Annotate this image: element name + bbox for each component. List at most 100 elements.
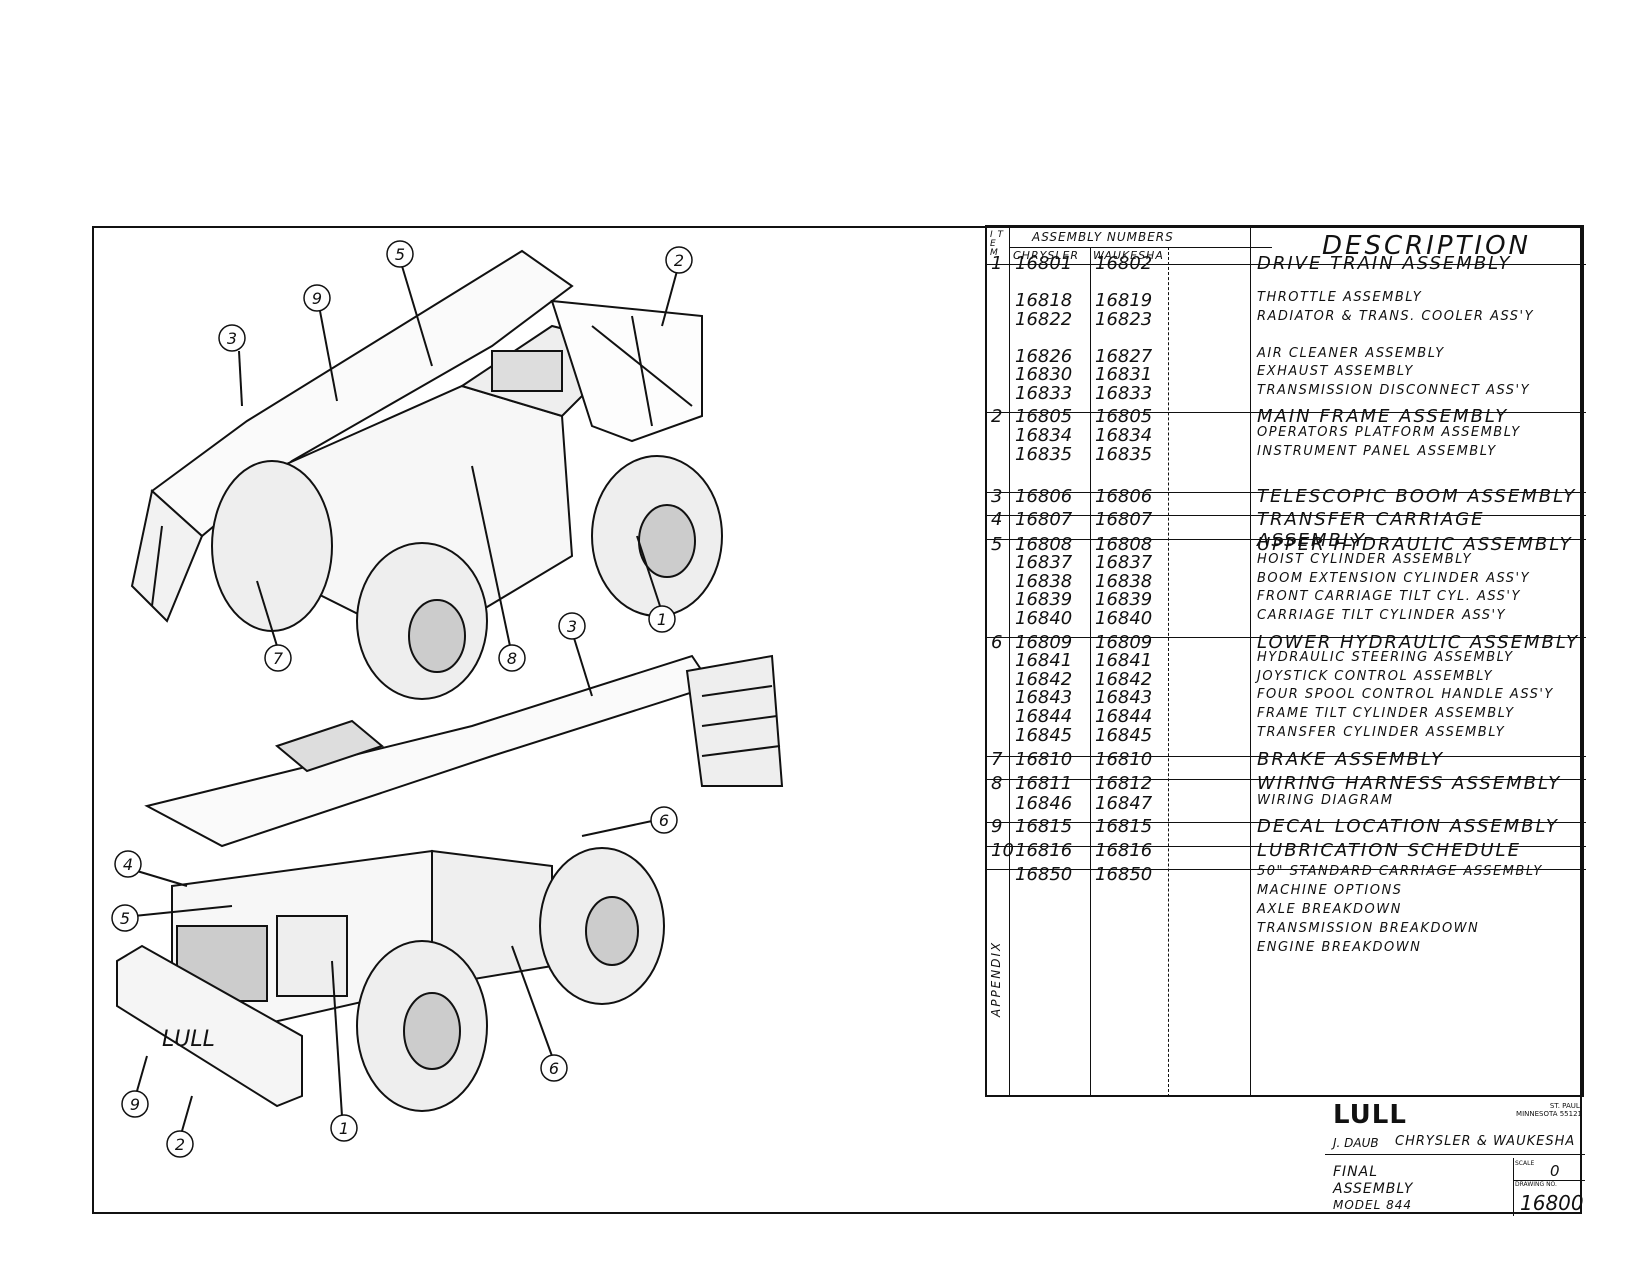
row-chrysler-number: 16846 xyxy=(1015,793,1073,814)
row-chrysler-number: 16845 xyxy=(1015,725,1073,746)
row-waukesha-number: 16837 xyxy=(1095,552,1153,573)
assembly-numbers-header: ASSEMBLY NUMBERS xyxy=(1032,230,1174,244)
location: ST. PAUL, MINNESOTA 55121 xyxy=(1516,1102,1582,1118)
row-description: WIRING HARNESS ASSEMBLY xyxy=(1257,773,1562,794)
row-item-number: 7 xyxy=(991,749,1003,770)
callout-7-top-label: 7 xyxy=(273,649,284,668)
callout-5-top-label: 5 xyxy=(395,245,405,264)
row-item-number: 1 xyxy=(991,253,1003,274)
bottom-loader-drawing: LULL xyxy=(116,637,784,1132)
row-description: WIRING DIAGRAM xyxy=(1257,793,1394,808)
row-description: TRANSFER CARRIAGE ASSEMBLY xyxy=(1257,509,1485,551)
callout-5-top: 5 xyxy=(386,240,414,268)
row-item-number: 10 xyxy=(991,840,1014,861)
row-description: TELESCOPIC BOOM ASSEMBLY xyxy=(1257,486,1577,507)
company-logo: LULL xyxy=(1333,1100,1407,1130)
row-chrysler-number: 16835 xyxy=(1015,444,1073,465)
row-chrysler-number: 16822 xyxy=(1015,309,1073,330)
callout-2-bottom: 2 xyxy=(166,1130,194,1158)
row-chrysler-number: 16815 xyxy=(1015,816,1073,837)
callout-1-bottom-label: 1 xyxy=(339,1119,349,1138)
row-description: BOOM EXTENSION CYLINDER ASS'Y xyxy=(1257,571,1531,586)
engine-variants: CHRYSLER & WAUKESHA xyxy=(1395,1134,1576,1149)
row-description: MAIN FRAME ASSEMBLY xyxy=(1257,406,1509,427)
row-waukesha-number: 16840 xyxy=(1095,608,1153,629)
row-description: UPPER HYDRAULIC ASSEMBLY xyxy=(1257,534,1573,555)
row-description: RADIATOR & TRANS. COOLER ASS'Y xyxy=(1257,309,1535,324)
callout-1-bottom: 1 xyxy=(330,1114,358,1142)
row-item-number: 8 xyxy=(991,773,1003,794)
row-chrysler-number: 16818 xyxy=(1015,290,1073,311)
callout-4-bottom-label: 4 xyxy=(123,855,133,874)
row-chrysler-number: 16834 xyxy=(1015,425,1073,446)
row-chrysler-number: 16801 xyxy=(1015,253,1073,274)
row-waukesha-number: 16835 xyxy=(1095,444,1153,465)
row-description: EXHAUST ASSEMBLY xyxy=(1257,364,1414,379)
row-waukesha-number: 16827 xyxy=(1095,346,1153,367)
row-item-number: 4 xyxy=(991,509,1003,530)
bumper-logo: LULL xyxy=(162,1027,215,1052)
row-description: LUBRICATION SCHEDULE xyxy=(1257,840,1521,861)
callout-6-bottom-tank: 6 xyxy=(540,1054,568,1082)
callout-6-bottom-label: 6 xyxy=(659,811,669,830)
row-chrysler-number: 16843 xyxy=(1015,687,1073,708)
row-description: AXLE BREAKDOWN xyxy=(1257,902,1402,917)
row-description: THROTTLE ASSEMBLY xyxy=(1257,290,1423,305)
row-chrysler-number: 16816 xyxy=(1015,840,1073,861)
row-waukesha-number: 16839 xyxy=(1095,589,1153,610)
row-chrysler-number: 16842 xyxy=(1015,669,1073,690)
row-waukesha-number: 16810 xyxy=(1095,749,1153,770)
row-chrysler-number: 16850 xyxy=(1015,864,1073,885)
callout-5-bottom: 5 xyxy=(111,904,139,932)
row-chrysler-number: 16833 xyxy=(1015,383,1073,404)
row-waukesha-number: 16845 xyxy=(1095,725,1153,746)
row-chrysler-number: 16830 xyxy=(1015,364,1073,385)
row-description: MACHINE OPTIONS xyxy=(1257,883,1403,898)
row-item-number: 2 xyxy=(991,406,1003,427)
row-description: INSTRUMENT PANEL ASSEMBLY xyxy=(1257,444,1497,459)
callout-3-top-label: 3 xyxy=(227,329,237,348)
row-waukesha-number: 16838 xyxy=(1095,571,1153,592)
row-waukesha-number: 16816 xyxy=(1095,840,1153,861)
title-line-2: ASSEMBLY xyxy=(1333,1181,1414,1197)
row-waukesha-number: 16823 xyxy=(1095,309,1153,330)
row-chrysler-number: 16809 xyxy=(1015,632,1073,653)
row-description: ENGINE BREAKDOWN xyxy=(1257,940,1422,955)
row-waukesha-number: 16812 xyxy=(1095,773,1153,794)
scale-value: 0 xyxy=(1550,1162,1560,1180)
description-header: DESCRIPTION xyxy=(1322,231,1531,261)
row-chrysler-number: 16839 xyxy=(1015,589,1073,610)
row-waukesha-number: 16809 xyxy=(1095,632,1153,653)
callout-7-top: 7 xyxy=(264,644,292,672)
row-chrysler-number: 16808 xyxy=(1015,534,1073,555)
drawn-by: J. DAUB xyxy=(1333,1136,1379,1150)
row-description: TRANSFER CYLINDER ASSEMBLY xyxy=(1257,725,1506,740)
assembly-table: I T E M ASSEMBLY NUMBERS CHRYSLER WAUKES… xyxy=(985,225,1586,1097)
callout-8-top-label: 8 xyxy=(507,649,517,668)
row-waukesha-number: 16807 xyxy=(1095,509,1153,530)
row-description: HYDRAULIC STEERING ASSEMBLY xyxy=(1257,650,1514,665)
callout-9-bottom-label: 9 xyxy=(130,1095,140,1114)
row-description: HOIST CYLINDER ASSEMBLY xyxy=(1257,552,1473,567)
title-block: LULL ST. PAUL, MINNESOTA 55121 J. DAUB C… xyxy=(1325,1100,1585,1216)
callout-1-top: 1 xyxy=(648,605,676,633)
row-chrysler-number: 16838 xyxy=(1015,571,1073,592)
callout-6-bottom: 6 xyxy=(650,806,678,834)
model-number: MODEL 844 xyxy=(1333,1198,1413,1212)
callout-5-bottom-label: 5 xyxy=(120,909,130,928)
callout-2-bottom-label: 2 xyxy=(175,1135,185,1154)
row-chrysler-number: 16826 xyxy=(1015,346,1073,367)
chrysler-header: CHRYSLER xyxy=(1013,249,1080,262)
row-item-number: 3 xyxy=(991,486,1003,507)
row-waukesha-number: 16850 xyxy=(1095,864,1153,885)
row-description: JOYSTICK CONTROL ASSEMBLY xyxy=(1257,669,1494,684)
row-waukesha-number: 16831 xyxy=(1095,364,1153,385)
row-waukesha-number: 16806 xyxy=(1095,486,1153,507)
callout-3-bottom: 3 xyxy=(558,612,586,640)
row-chrysler-number: 16806 xyxy=(1015,486,1073,507)
callout-9-top-label: 9 xyxy=(312,289,322,308)
row-description: FRAME TILT CYLINDER ASSEMBLY xyxy=(1257,706,1515,721)
row-description: LOWER HYDRAULIC ASSEMBLY xyxy=(1257,632,1580,653)
item-header: I T E M xyxy=(990,230,1005,258)
row-waukesha-number: 16844 xyxy=(1095,706,1153,727)
